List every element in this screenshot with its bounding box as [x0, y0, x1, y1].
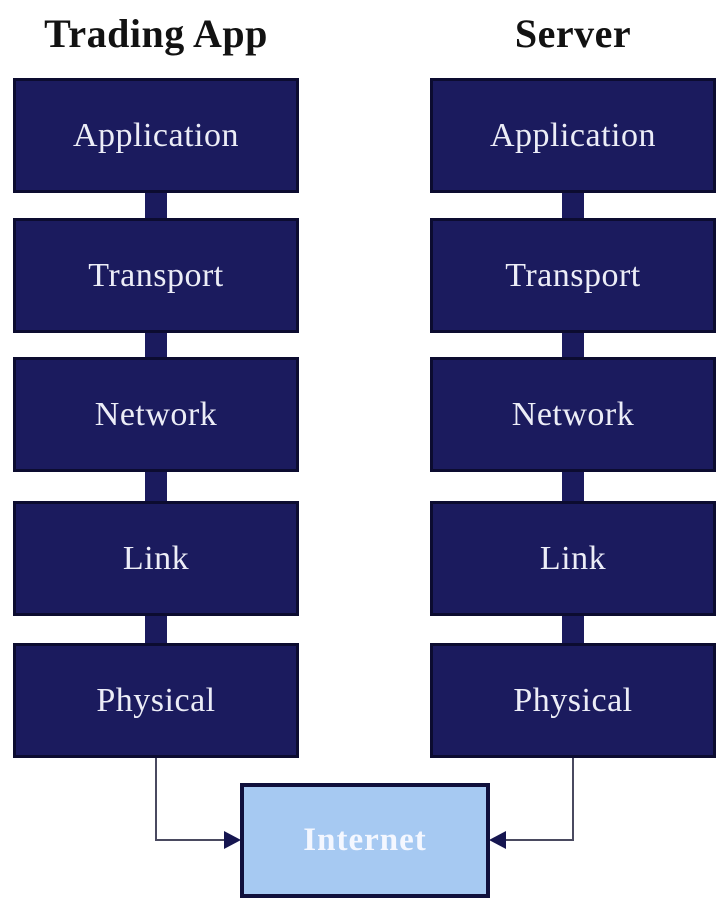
layer-box-server-application: Application — [430, 78, 716, 193]
layer-connector — [562, 190, 584, 222]
layer-label-application: Application — [72, 116, 240, 154]
internet-label: Internet — [303, 822, 427, 858]
arrow-line-trading-to-internet — [155, 758, 226, 841]
stack-title-trading-app: Trading App — [44, 11, 268, 56]
layer-connector — [145, 469, 167, 505]
layer-box-server-network: Network — [430, 357, 716, 472]
layer-connector — [145, 190, 167, 222]
layer-connector — [562, 613, 584, 647]
layer-connector — [145, 613, 167, 647]
arrowhead-server-to-internet — [489, 831, 506, 849]
layer-connector — [145, 330, 167, 361]
layer-box-server-physical: Physical — [430, 643, 716, 758]
layer-label-transport: Transport — [88, 256, 224, 294]
stack-trading-app: Trading App Application Transport Networ… — [13, 0, 299, 760]
layer-box-trading-link: Link — [13, 501, 299, 616]
layer-box-trading-physical: Physical — [13, 643, 299, 758]
layer-connector — [562, 330, 584, 361]
layer-label-physical: Physical — [96, 681, 216, 719]
layer-label-application: Application — [489, 116, 657, 154]
arrowhead-trading-to-internet — [224, 831, 241, 849]
layer-box-server-link: Link — [430, 501, 716, 616]
layer-label-link: Link — [539, 539, 607, 577]
layer-label-network: Network — [94, 395, 218, 433]
layer-connector — [562, 469, 584, 505]
stack-title-server: Server — [514, 11, 632, 56]
stack-server: Server Application Transport Network Lin… — [430, 0, 716, 760]
layer-label-network: Network — [511, 395, 635, 433]
arrow-line-server-to-internet — [504, 758, 574, 841]
internet-box: Internet — [240, 783, 490, 898]
layer-label-physical: Physical — [513, 681, 633, 719]
layer-box-server-transport: Transport — [430, 218, 716, 333]
layer-box-trading-application: Application — [13, 78, 299, 193]
layer-label-transport: Transport — [505, 256, 641, 294]
layer-box-trading-network: Network — [13, 357, 299, 472]
layer-label-link: Link — [122, 539, 190, 577]
layer-box-trading-transport: Transport — [13, 218, 299, 333]
